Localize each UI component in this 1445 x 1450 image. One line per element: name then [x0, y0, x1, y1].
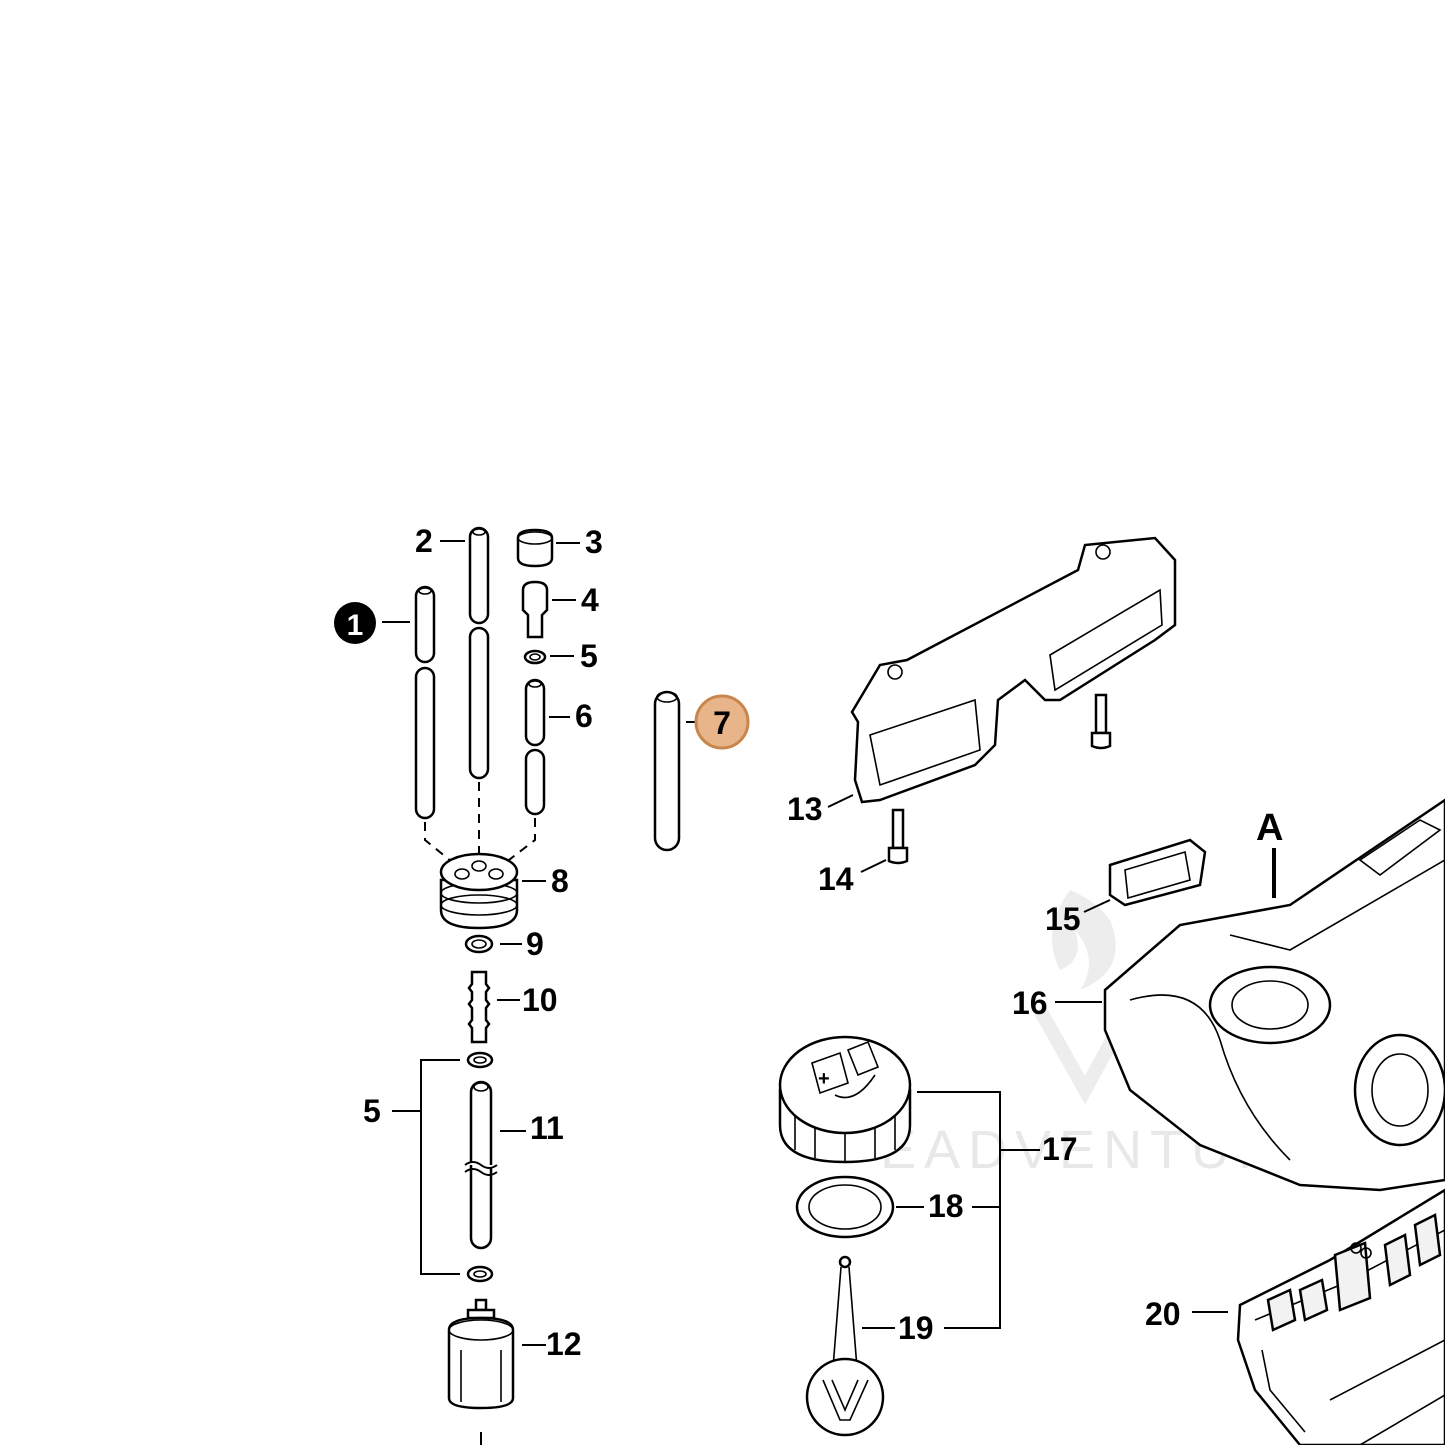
part-tube-11[interactable] — [464, 1080, 498, 1250]
callout-15: 15 — [1045, 901, 1081, 937]
callout-17: 17 — [1042, 1131, 1078, 1167]
plus-icon: + — [818, 1068, 830, 1090]
callout-18: 18 — [928, 1188, 964, 1224]
part-oring-pair-5[interactable] — [466, 1051, 494, 1283]
highlight-circle — [694, 694, 750, 750]
part-cap-17[interactable]: + — [778, 1035, 912, 1164]
part-fitting-4[interactable] — [521, 580, 549, 639]
callout-7: 7 — [713, 705, 731, 741]
callout-6: 6 — [575, 698, 593, 734]
callout-1: 1 — [347, 609, 364, 642]
callout-5b: 5 — [363, 1093, 381, 1129]
callout-A: A — [1256, 807, 1283, 849]
part-hose-6[interactable] — [524, 678, 546, 816]
callout-20: 20 — [1145, 1296, 1181, 1332]
badge-circle — [334, 602, 376, 644]
part-cover-15[interactable] — [1108, 838, 1207, 907]
callout-14: 14 — [818, 861, 854, 897]
part-hose-1[interactable] — [414, 585, 436, 820]
callout-11: 11 — [530, 1110, 564, 1146]
callout-8: 8 — [551, 863, 569, 899]
part-bracket-13[interactable] — [850, 536, 1177, 804]
callout-3: 3 — [585, 524, 603, 560]
part-connector-10[interactable] — [467, 970, 491, 1044]
callout-badge-7[interactable]: 7 — [694, 694, 750, 750]
part-tube-2[interactable] — [468, 526, 490, 780]
part-oring-5[interactable] — [523, 649, 547, 665]
part-screw-14a[interactable] — [1090, 693, 1112, 750]
part-tank-16[interactable] — [1103, 798, 1445, 1192]
callout-2: 2 — [415, 523, 433, 559]
view-marker-A: A — [1256, 807, 1283, 898]
callout-19: 19 — [898, 1310, 934, 1346]
part-housing-20[interactable] — [1236, 1188, 1445, 1447]
callout-12: 12 — [546, 1326, 582, 1362]
part-filter-12[interactable] — [447, 1298, 515, 1445]
callout-10: 10 — [522, 982, 558, 1018]
callout-16: 16 — [1012, 985, 1048, 1021]
callout-13: 13 — [787, 791, 823, 827]
callout-5a: 5 — [580, 638, 598, 674]
part-cap-3[interactable] — [516, 528, 554, 568]
part-seal-18[interactable] — [795, 1175, 895, 1239]
callout-badge-1[interactable]: 1 — [334, 602, 376, 644]
part-screw-14[interactable] — [887, 808, 909, 865]
part-ring-9[interactable] — [464, 934, 494, 954]
part-rod-7[interactable] — [653, 690, 681, 852]
part-grommet-8[interactable] — [439, 852, 519, 930]
callout-9: 9 — [526, 926, 544, 962]
part-strainer-19[interactable] — [805, 1255, 885, 1437]
callout-4: 4 — [581, 582, 599, 618]
